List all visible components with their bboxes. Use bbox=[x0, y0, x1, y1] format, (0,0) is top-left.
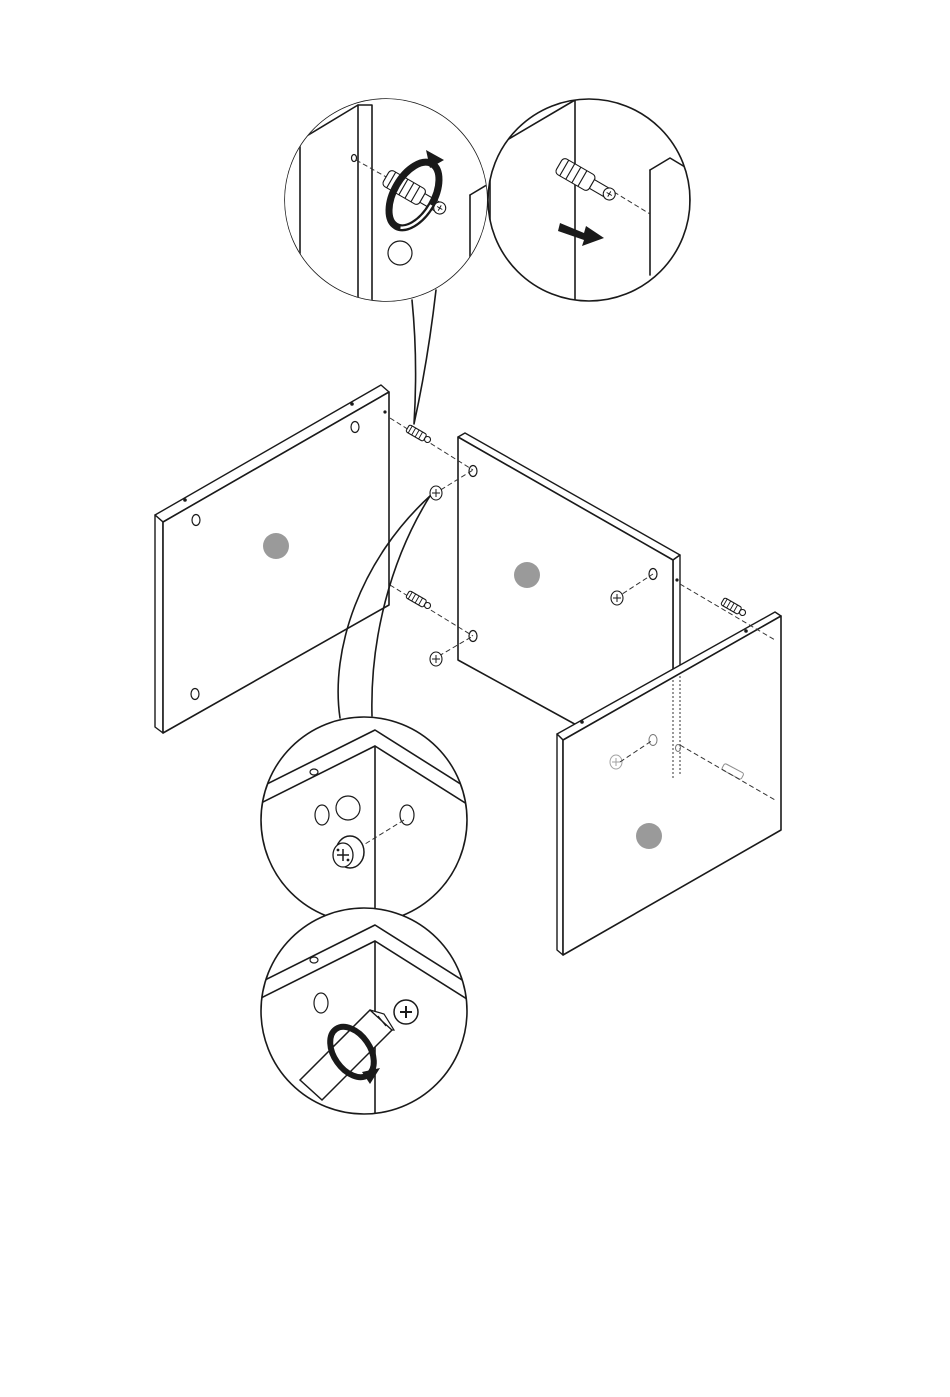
part-marker-right bbox=[636, 823, 662, 849]
detail-dowel-screw-direction bbox=[488, 99, 690, 310]
detail-tighten-cam-lock bbox=[255, 908, 470, 1120]
part-marker-left bbox=[263, 533, 289, 559]
dowel-screw-icon bbox=[406, 425, 433, 445]
detail-insert-cam-lock bbox=[255, 717, 470, 930]
left-side-panel bbox=[155, 385, 389, 733]
part-marker-back bbox=[514, 562, 540, 588]
cam-lock-icon bbox=[430, 486, 442, 500]
phillips-head-icon bbox=[394, 1000, 418, 1024]
